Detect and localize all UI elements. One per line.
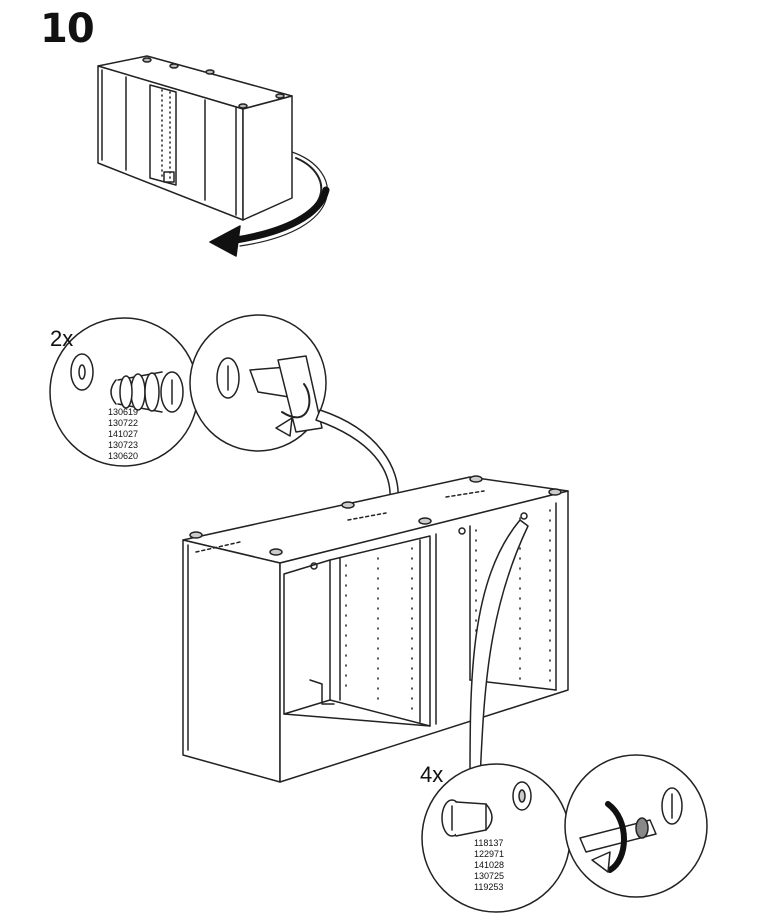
parts-detail-circle-top [49,317,199,467]
quantity-label-bottom: 4x [420,762,444,787]
part-number: 119253 [474,882,504,892]
part-number: 141028 [474,860,505,870]
part-number: 130722 [108,418,139,428]
rotate-arrow-icon [209,151,330,257]
small-cabinet-drawing [97,55,293,221]
part-number: 130725 [474,871,505,881]
part-number-list-top: 130619 130722 141027 130723 130620 [108,407,138,462]
screwdriver-detail-circle-top [189,314,327,452]
part-number: 130620 [108,451,139,461]
parts-detail-circle-bottom [421,763,571,913]
screwdriver-detail-circle-bottom [564,754,708,898]
step-number: 10 [40,6,95,52]
part-number-list-bottom: 118137 122971 141028 130725 119253 [474,838,504,893]
large-cabinet-drawing [182,475,569,783]
part-number: 122971 [474,849,505,859]
part-number: 141027 [108,429,139,439]
part-number: 130723 [108,440,139,450]
part-number: 118137 [474,838,504,848]
quantity-label-top: 2x [50,326,74,351]
part-number: 130619 [108,407,139,417]
